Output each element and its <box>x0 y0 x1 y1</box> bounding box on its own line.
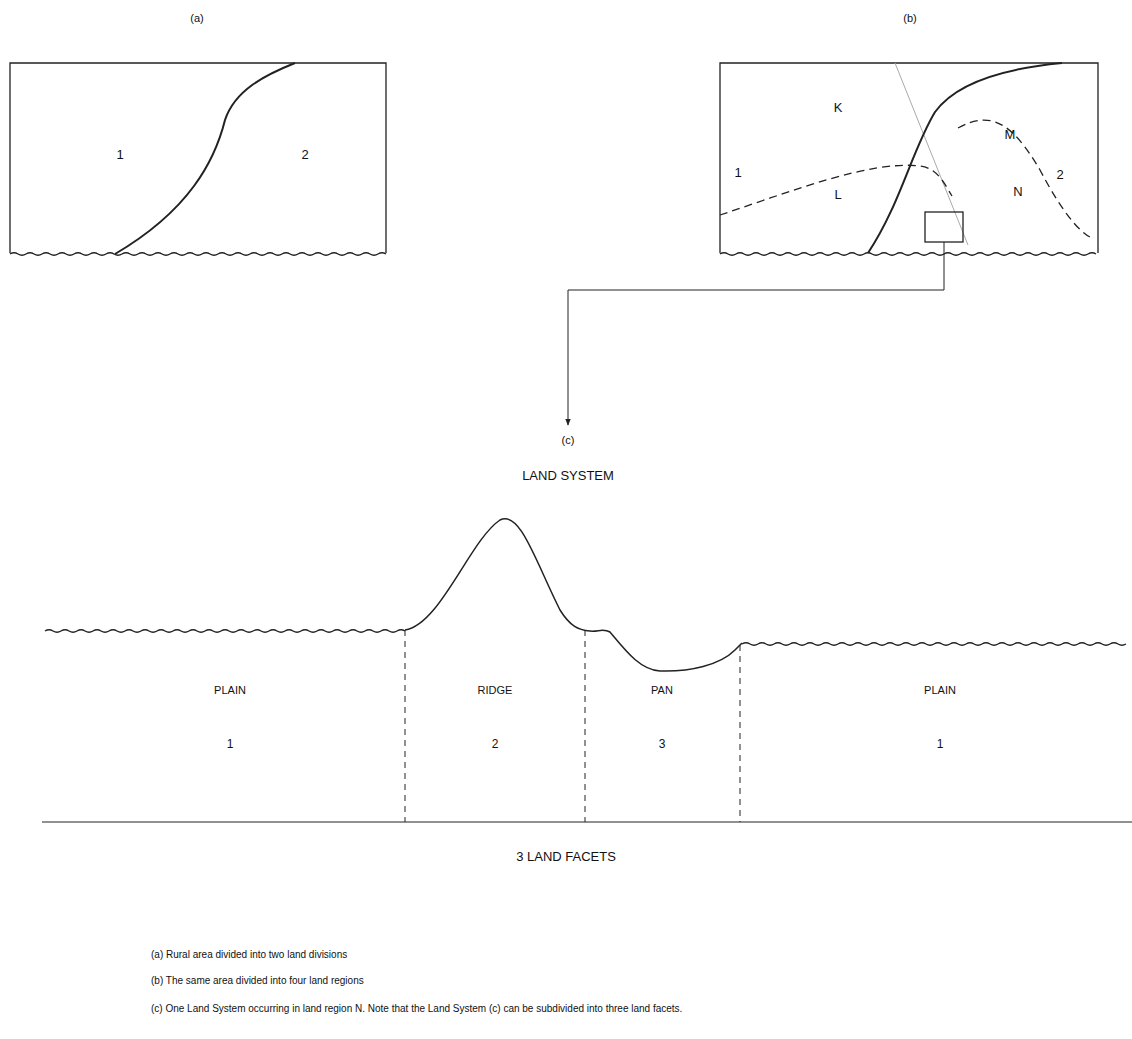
caption-line: (c) One Land System occurring in land re… <box>151 1003 682 1014</box>
ground-line <box>45 630 405 633</box>
caption-line: (b) The same area divided into four land… <box>151 975 364 986</box>
facet-label: 1 <box>937 738 944 751</box>
region-label: 1 <box>734 166 741 180</box>
thin-line <box>895 63 968 245</box>
facet-label: 3 <box>659 738 666 751</box>
region-boundary <box>720 165 952 215</box>
land-panel: (a)12 <box>10 63 386 255</box>
region-label: M <box>1005 128 1016 142</box>
region-label: 2 <box>301 148 308 162</box>
facet-label: 1 <box>227 738 234 751</box>
title-label: LAND SYSTEM <box>522 469 614 483</box>
facet-label: PLAIN <box>924 684 956 696</box>
region-boundary <box>958 120 1092 238</box>
title-label: (c) <box>562 434 575 446</box>
region-label: L <box>834 188 841 202</box>
base-line <box>42 822 1132 823</box>
division-boundary <box>115 63 295 254</box>
ground-line <box>742 643 1126 646</box>
region-label: N <box>1013 185 1022 199</box>
panel-heading: (a) <box>190 12 203 24</box>
caption-line: (a) Rural area divided into two land div… <box>151 949 347 960</box>
facet-label: RIDGE <box>478 684 513 696</box>
facet-label: PLAIN <box>214 684 246 696</box>
land-profile <box>405 519 742 671</box>
inset-square <box>925 212 963 242</box>
title-label: 3 LAND FACETS <box>516 850 616 864</box>
ground-line <box>720 253 1096 256</box>
leader-arrow <box>568 242 944 425</box>
land-panel: (b)K1LM2N <box>720 63 1098 255</box>
region-label: 1 <box>116 148 123 162</box>
facet-label: PAN <box>651 684 673 696</box>
ground-line <box>10 253 386 256</box>
region-label: K <box>834 101 843 115</box>
region-label: 2 <box>1056 168 1063 182</box>
facet-label: 2 <box>492 738 499 751</box>
panel-heading: (b) <box>903 12 916 24</box>
panel-outline <box>10 63 386 253</box>
panel-outline <box>720 63 1098 253</box>
facet-divider <box>405 630 740 822</box>
